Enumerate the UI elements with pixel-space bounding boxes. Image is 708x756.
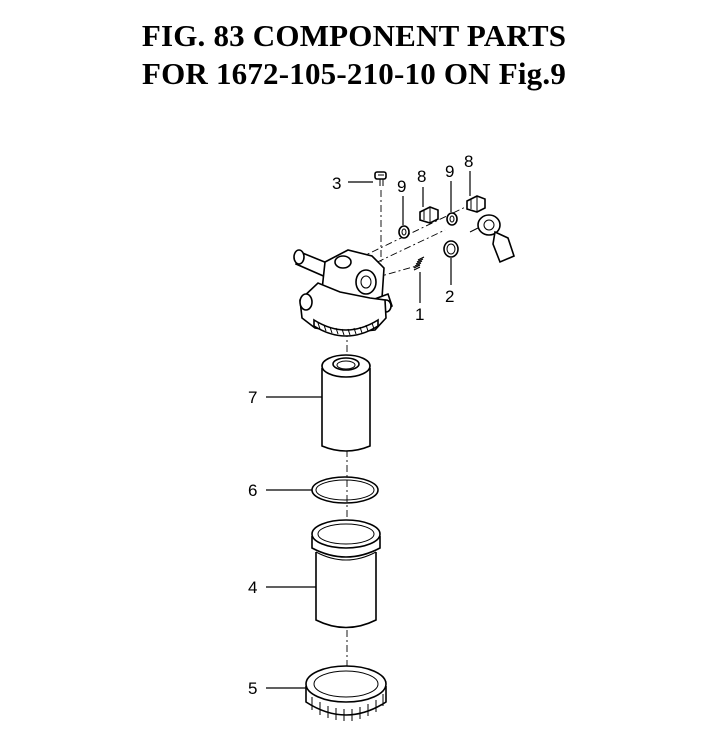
callout-7: 7: [248, 388, 257, 407]
part-3-screw: [374, 171, 387, 186]
callout-5: 5: [248, 679, 257, 698]
part-2-o-ring: [443, 240, 459, 258]
filter-head: [293, 249, 393, 337]
part-9-washer-right: [446, 212, 458, 226]
callout-6: 6: [248, 481, 257, 500]
part-5-retaining-ring: [305, 665, 387, 721]
leader-lines: [266, 171, 471, 689]
part-7-filter-element: [321, 354, 371, 452]
part-4-filter-bowl: [311, 519, 381, 629]
callout-2: 2: [445, 287, 454, 306]
part-8-plug-right: [466, 195, 486, 213]
callout-9-left: 9: [397, 177, 406, 196]
priming-lever: [469, 214, 515, 264]
callout-1: 1: [415, 305, 424, 324]
callout-3: 3: [332, 174, 341, 193]
part-6-o-ring: [311, 476, 379, 504]
callout-labels: 3 9 8 9 8 2 1 7 6 4 5: [248, 152, 473, 698]
callout-8-left: 8: [417, 167, 426, 186]
figure-title-line-1: FIG. 83 COMPONENT PARTS: [141, 18, 567, 53]
part-9-washer-left: [398, 225, 410, 239]
figure-title-line-2: FOR 1672-105-210-10 ON Fig.9: [141, 56, 567, 91]
callout-9-right: 9: [445, 162, 454, 181]
part-1-spring: [413, 256, 425, 271]
callout-8-right: 8: [464, 152, 473, 171]
part-8-plug-left: [419, 206, 439, 224]
callout-4: 4: [248, 578, 257, 597]
